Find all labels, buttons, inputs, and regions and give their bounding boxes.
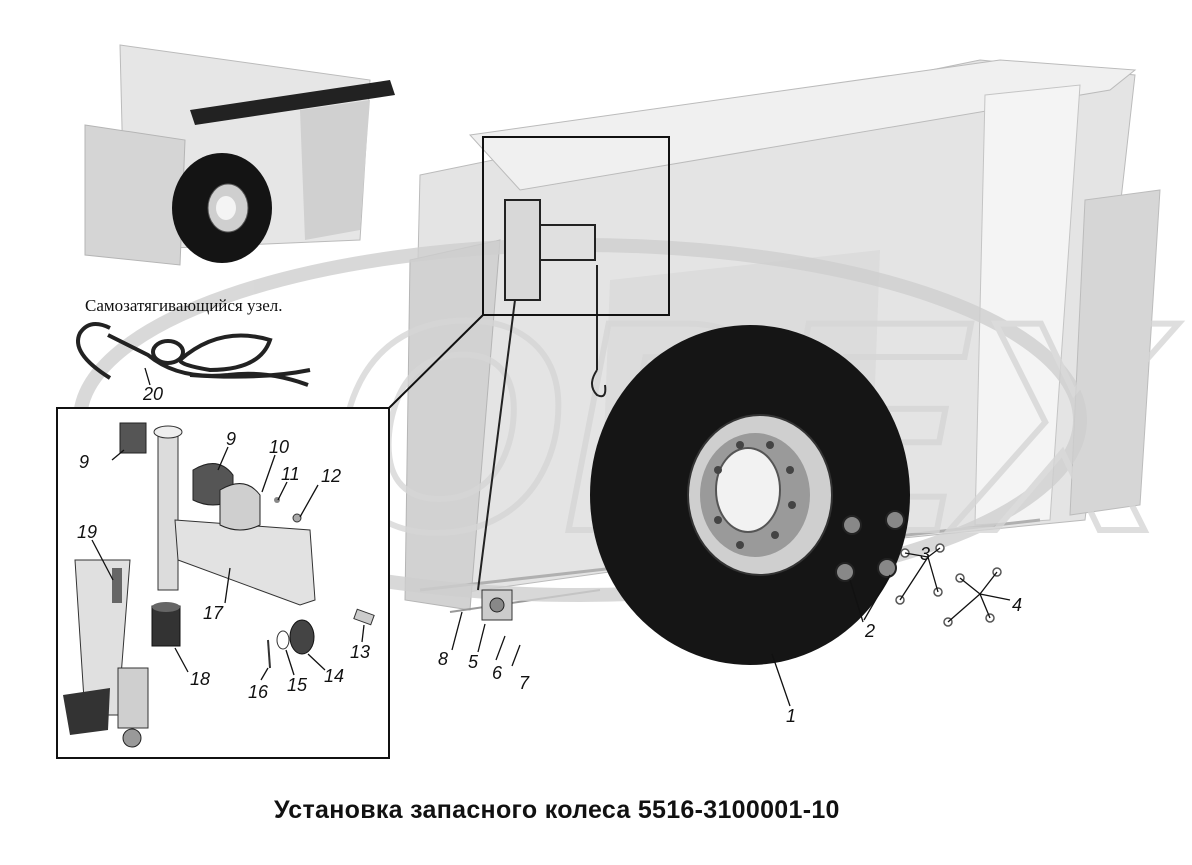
- inset-parts: [63, 422, 375, 748]
- overview-thumbnail: [84, 44, 395, 266]
- callout-9a: 9: [79, 452, 90, 472]
- callout-2: 2: [865, 621, 876, 641]
- callout-17: 17: [203, 603, 224, 623]
- callout-1: 1: [786, 706, 797, 726]
- callout-18: 18: [190, 669, 211, 689]
- callout-6: 6: [492, 663, 503, 683]
- callout-20: 20: [143, 384, 164, 404]
- callout-12: 12: [321, 466, 342, 486]
- figure-title: Установка запасного колеса 5516-3100001-…: [274, 796, 840, 824]
- spare-wheel: [590, 325, 910, 665]
- callout-5: 5: [468, 652, 479, 672]
- callout-10: 10: [269, 437, 290, 457]
- callout-8: 8: [438, 649, 449, 669]
- inset-caption: Самозатягивающийся узел.: [85, 296, 283, 315]
- callout-11: 11: [281, 464, 300, 484]
- callout-9b: 9: [226, 429, 237, 449]
- lower-bracket: [481, 589, 513, 621]
- callout-19: 19: [77, 522, 98, 542]
- detail-pointer-line-a: [387, 314, 484, 410]
- callout-7: 7: [519, 673, 530, 693]
- detail-frame-box: [482, 136, 670, 316]
- callout-3: 3: [920, 544, 931, 564]
- winch-hook: [477, 199, 607, 591]
- callout-13: 13: [350, 642, 371, 662]
- leader-lines: [91, 367, 1011, 707]
- callout-16: 16: [248, 682, 269, 702]
- callout-14: 14: [324, 666, 345, 686]
- self-tightening-knot: [76, 322, 311, 387]
- callout-4: 4: [1012, 595, 1023, 615]
- callout-15: 15: [287, 675, 308, 695]
